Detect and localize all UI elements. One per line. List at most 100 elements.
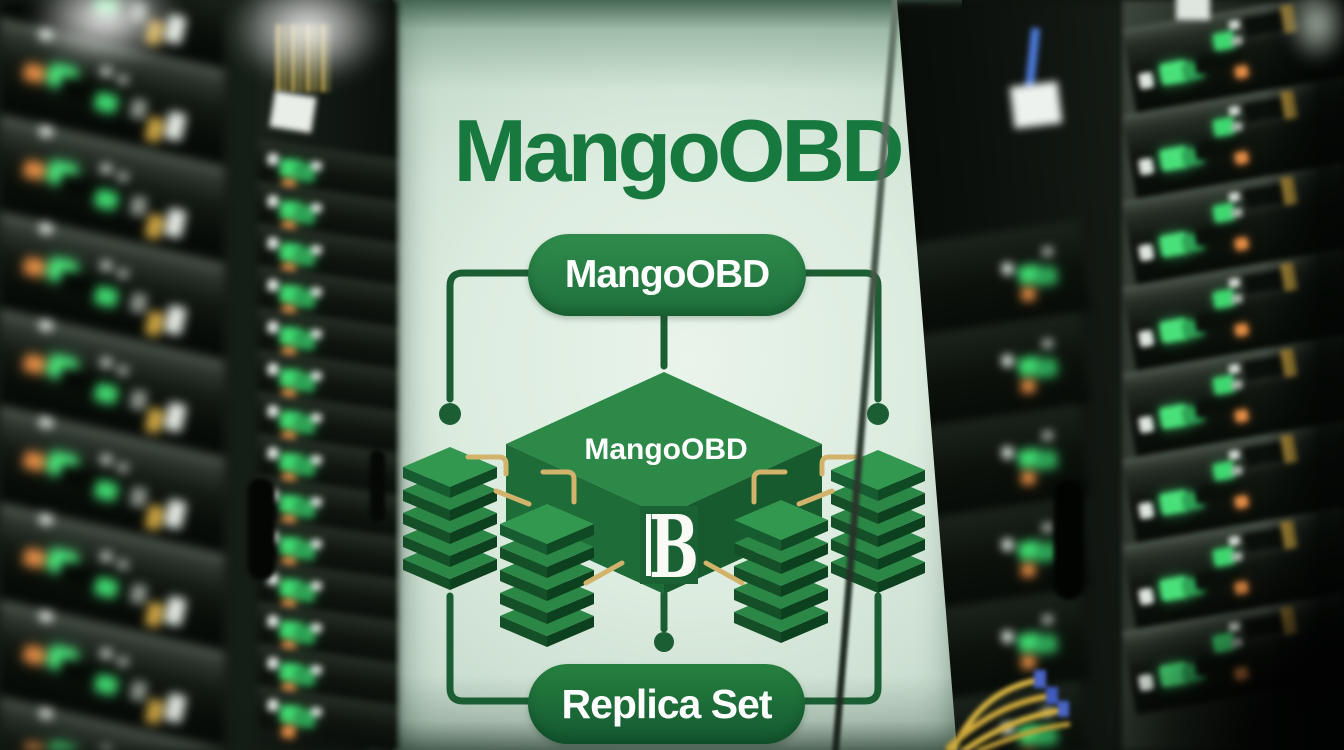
- indicator-light: [310, 160, 323, 172]
- tan-connectors: [465, 454, 863, 586]
- led-orange-icon: [22, 63, 47, 84]
- thumbscrew: [266, 614, 280, 628]
- led-green-icon: [1034, 450, 1058, 470]
- slab-top-face: [500, 504, 594, 544]
- indicator-light: [38, 318, 54, 333]
- thumbscrew: [266, 152, 280, 166]
- led-orange-icon: [1021, 563, 1036, 578]
- slab-right-side: [547, 616, 594, 647]
- led-green-icon: [94, 576, 119, 599]
- port-block: [129, 195, 149, 217]
- slab-right-side: [547, 570, 594, 601]
- connector-dot: [654, 632, 674, 652]
- slab-right-side: [450, 490, 497, 521]
- indicator-light: [1041, 246, 1054, 257]
- connector-line-tan: [493, 488, 532, 507]
- slab-left-side: [403, 490, 450, 521]
- thumbscrew: [1137, 71, 1155, 90]
- led-green-icon: [94, 91, 119, 114]
- indicator-light: [310, 286, 323, 298]
- indicator-light: [310, 664, 323, 676]
- port-block: [129, 583, 149, 605]
- slab-right-side: [547, 547, 594, 578]
- thumbscrew: [1137, 329, 1155, 348]
- led-green-icon: [1034, 266, 1058, 286]
- slab-left-side: [734, 612, 781, 643]
- indicator-light: [1228, 449, 1241, 461]
- slab-left-side: [403, 536, 450, 567]
- port-block: [129, 292, 149, 314]
- slab-left-side: [500, 570, 547, 601]
- server-rack-left-front: [0, 0, 224, 750]
- indicator-light: [1230, 379, 1244, 391]
- indicator-light: [116, 656, 130, 668]
- indicator-light: [99, 454, 113, 466]
- thumbscrew: [1137, 501, 1155, 520]
- cable-connector: [163, 207, 188, 239]
- led-green-icon: [94, 188, 119, 211]
- connector-line-tan: [703, 560, 745, 586]
- indicator-light: [310, 244, 323, 256]
- slab-right-side: [781, 566, 828, 597]
- thumbscrew: [1001, 538, 1014, 552]
- slab-top-face: [734, 500, 828, 540]
- cube-letter-icon: B: [649, 497, 699, 598]
- node-label: MangoOBD: [564, 253, 770, 296]
- node-label: Replica Set: [561, 680, 772, 727]
- indicator-light: [1228, 19, 1241, 31]
- led-orange-icon: [22, 354, 47, 375]
- indicator-light: [1228, 277, 1241, 289]
- indicator-light: [99, 163, 113, 175]
- indicator-light: [38, 415, 54, 430]
- cable-yellow: [975, 721, 1071, 750]
- cable-connector: [163, 692, 188, 724]
- slab-right-side: [450, 559, 497, 590]
- indicator-light: [38, 706, 54, 721]
- slab-left-side: [734, 589, 781, 620]
- indicator-light: [1230, 465, 1244, 477]
- led-orange-icon: [22, 451, 47, 472]
- cable-connector: [163, 401, 188, 433]
- indicator-light: [99, 648, 113, 660]
- slab-left-side: [403, 467, 450, 498]
- slab-right-side: [547, 593, 594, 624]
- led-green-icon: [1034, 358, 1058, 378]
- shard-stack-icon: [734, 500, 828, 643]
- indicator-light: [310, 454, 323, 466]
- thumbscrew: [266, 404, 280, 418]
- connector-line-tan: [751, 469, 788, 505]
- led-green-icon: [94, 382, 119, 405]
- slab-left-side: [500, 547, 547, 578]
- led-orange-icon: [1234, 64, 1250, 79]
- indicator-light: [310, 538, 323, 550]
- thumbscrew: [1137, 157, 1155, 176]
- led-orange-icon: [1021, 379, 1036, 394]
- thumbscrew: [266, 362, 280, 376]
- thumbscrew: [266, 236, 280, 250]
- cube-left-face: [506, 444, 664, 594]
- rack-label-plate: [1176, 0, 1210, 20]
- page-title: MangoOBD: [453, 101, 904, 200]
- indicator-light: [1230, 207, 1244, 219]
- slab-right-side: [781, 589, 828, 620]
- slab-right-side: [450, 536, 497, 567]
- indicator-light: [1041, 614, 1054, 625]
- rack-door-handle: [1054, 480, 1084, 600]
- thumbscrew: [266, 446, 280, 460]
- slab-right-side: [878, 562, 925, 593]
- indicator-light: [99, 260, 113, 272]
- slab-right-side: [781, 543, 828, 574]
- rack-label-plate: [1009, 81, 1063, 129]
- connector-dot: [867, 403, 889, 425]
- thumbscrew: [1137, 415, 1155, 434]
- connector-line-tan: [796, 488, 835, 507]
- cable-connector: [144, 698, 165, 725]
- led-orange-icon: [22, 160, 47, 181]
- thumbscrew: [1001, 354, 1014, 368]
- cube-label: MangoOBD: [584, 433, 747, 466]
- led-orange-icon: [1234, 322, 1250, 337]
- connector-line-tan: [540, 469, 577, 505]
- cable-yellow: [946, 693, 1051, 750]
